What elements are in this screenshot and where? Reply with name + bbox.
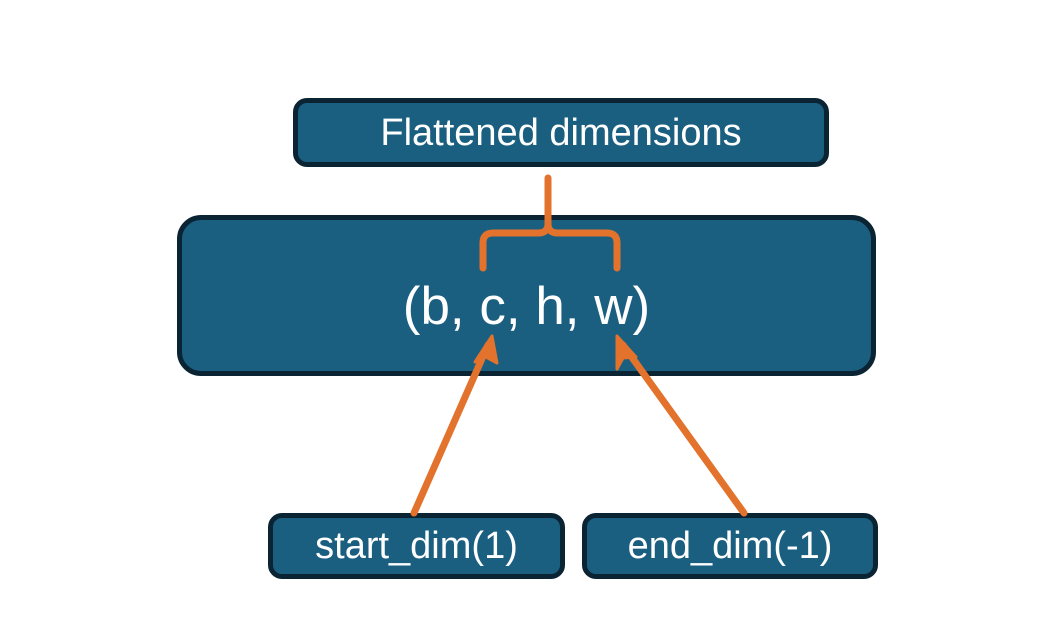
end-dim-box: end_dim(-1): [582, 513, 878, 579]
start-dim-label: start_dim(1): [315, 525, 518, 567]
tensor-shape-label: (b, c, h, w): [402, 277, 651, 336]
tensor-shape-box: (b, c, h, w): [177, 215, 876, 376]
end-dim-label: end_dim(-1): [627, 525, 833, 567]
flattened-dimensions-box: Flattened dimensions: [293, 98, 829, 167]
flattened-dimensions-label: Flattened dimensions: [380, 111, 742, 154]
start-dim-box: start_dim(1): [268, 513, 565, 579]
